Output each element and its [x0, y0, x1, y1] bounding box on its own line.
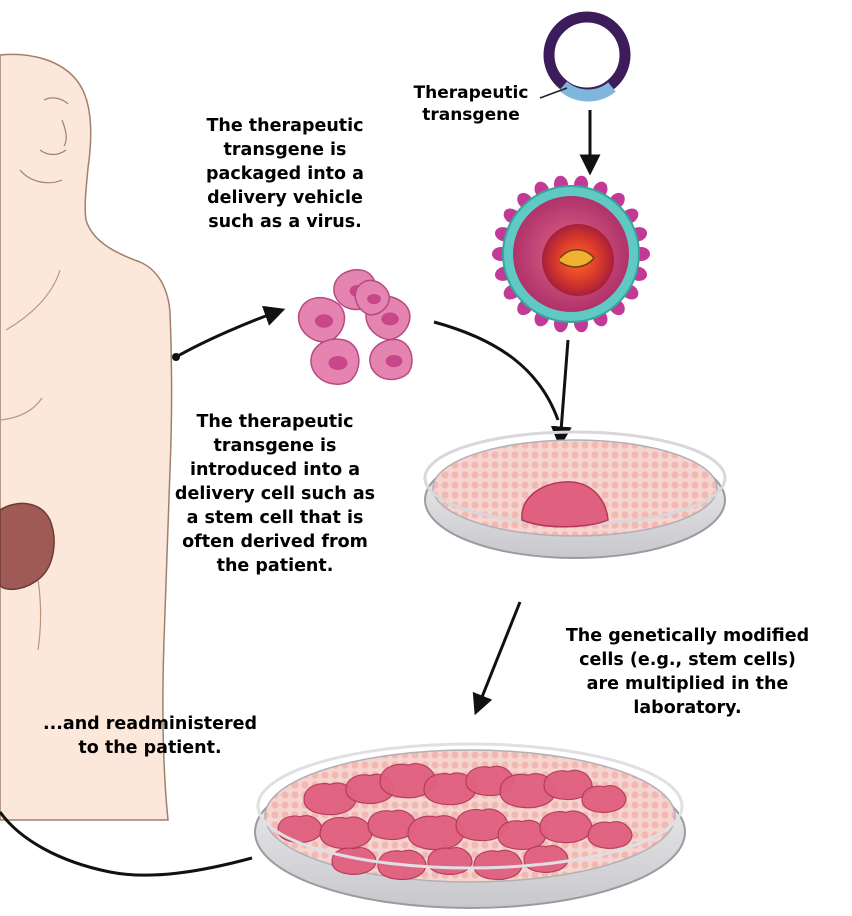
transgene-insert — [563, 86, 612, 95]
arrow-dish-to-dish — [476, 602, 520, 712]
label-multiplied-in-lab: The genetically modified cells (e.g., st… — [535, 624, 840, 720]
label-line: the patient. — [150, 554, 400, 578]
arrow-patient-to-cells — [176, 310, 282, 357]
label-line: ...and readministered — [10, 712, 290, 736]
label-line: delivery cell such as — [150, 482, 400, 506]
label-line: The genetically modified — [535, 624, 840, 648]
label-line: transgene — [396, 104, 546, 126]
label-therapeutic-transgene: Therapeutic transgene — [396, 82, 546, 126]
cell-nucleus — [329, 356, 348, 370]
label-line: Therapeutic — [396, 82, 546, 104]
label-line: cells (e.g., stem cells) — [535, 648, 840, 672]
label-line: often derived from — [150, 530, 400, 554]
cell-colony — [320, 817, 372, 849]
label-packaged-into-vehicle: The therapeutic transgene is packaged in… — [170, 114, 400, 234]
label-line: The therapeutic — [170, 114, 400, 138]
label-line: transgene is — [170, 138, 400, 162]
arrow-return-to-patient — [0, 812, 252, 875]
label-line: to the patient. — [10, 736, 290, 760]
plasmid-ring — [549, 17, 625, 93]
label-line: The therapeutic — [150, 410, 400, 434]
cell-colony — [524, 846, 568, 873]
delivery-cells-cluster — [293, 267, 417, 387]
cell-nucleus — [386, 355, 403, 367]
label-introduced-into-cell: The therapeutic transgene is introduced … — [150, 410, 400, 578]
cell-colony — [278, 816, 322, 843]
cell-colony — [540, 811, 592, 843]
label-line: such as a virus. — [170, 210, 400, 234]
label-line: are multiplied in the — [535, 672, 840, 696]
plasmid — [540, 17, 625, 98]
patient-body — [0, 54, 172, 820]
patient-figure — [0, 54, 172, 820]
label-line: packaged into a — [170, 162, 400, 186]
cell-nucleus — [381, 313, 398, 326]
petri-dish-lower — [255, 744, 685, 908]
petri-dish-upper — [425, 432, 725, 558]
arrow-cells-to-dish — [434, 322, 558, 420]
virus-vector — [492, 175, 650, 333]
cell-colony — [408, 816, 464, 850]
cell-colony — [428, 848, 472, 875]
label-line: delivery vehicle — [170, 186, 400, 210]
label-line: introduced into a — [150, 458, 400, 482]
cell-nucleus — [315, 314, 333, 327]
cell-colony — [498, 820, 546, 849]
label-line: transgene is — [150, 434, 400, 458]
label-line: a stem cell that is — [150, 506, 400, 530]
cell-colony — [588, 822, 632, 849]
cell-colony — [582, 786, 626, 813]
label-readministered: ...and readministered to the patient. — [10, 712, 290, 760]
cell-nucleus — [367, 294, 381, 304]
arrow-virus-to-dish — [560, 340, 568, 444]
label-line: laboratory. — [535, 696, 840, 720]
cell-colony — [474, 850, 522, 879]
